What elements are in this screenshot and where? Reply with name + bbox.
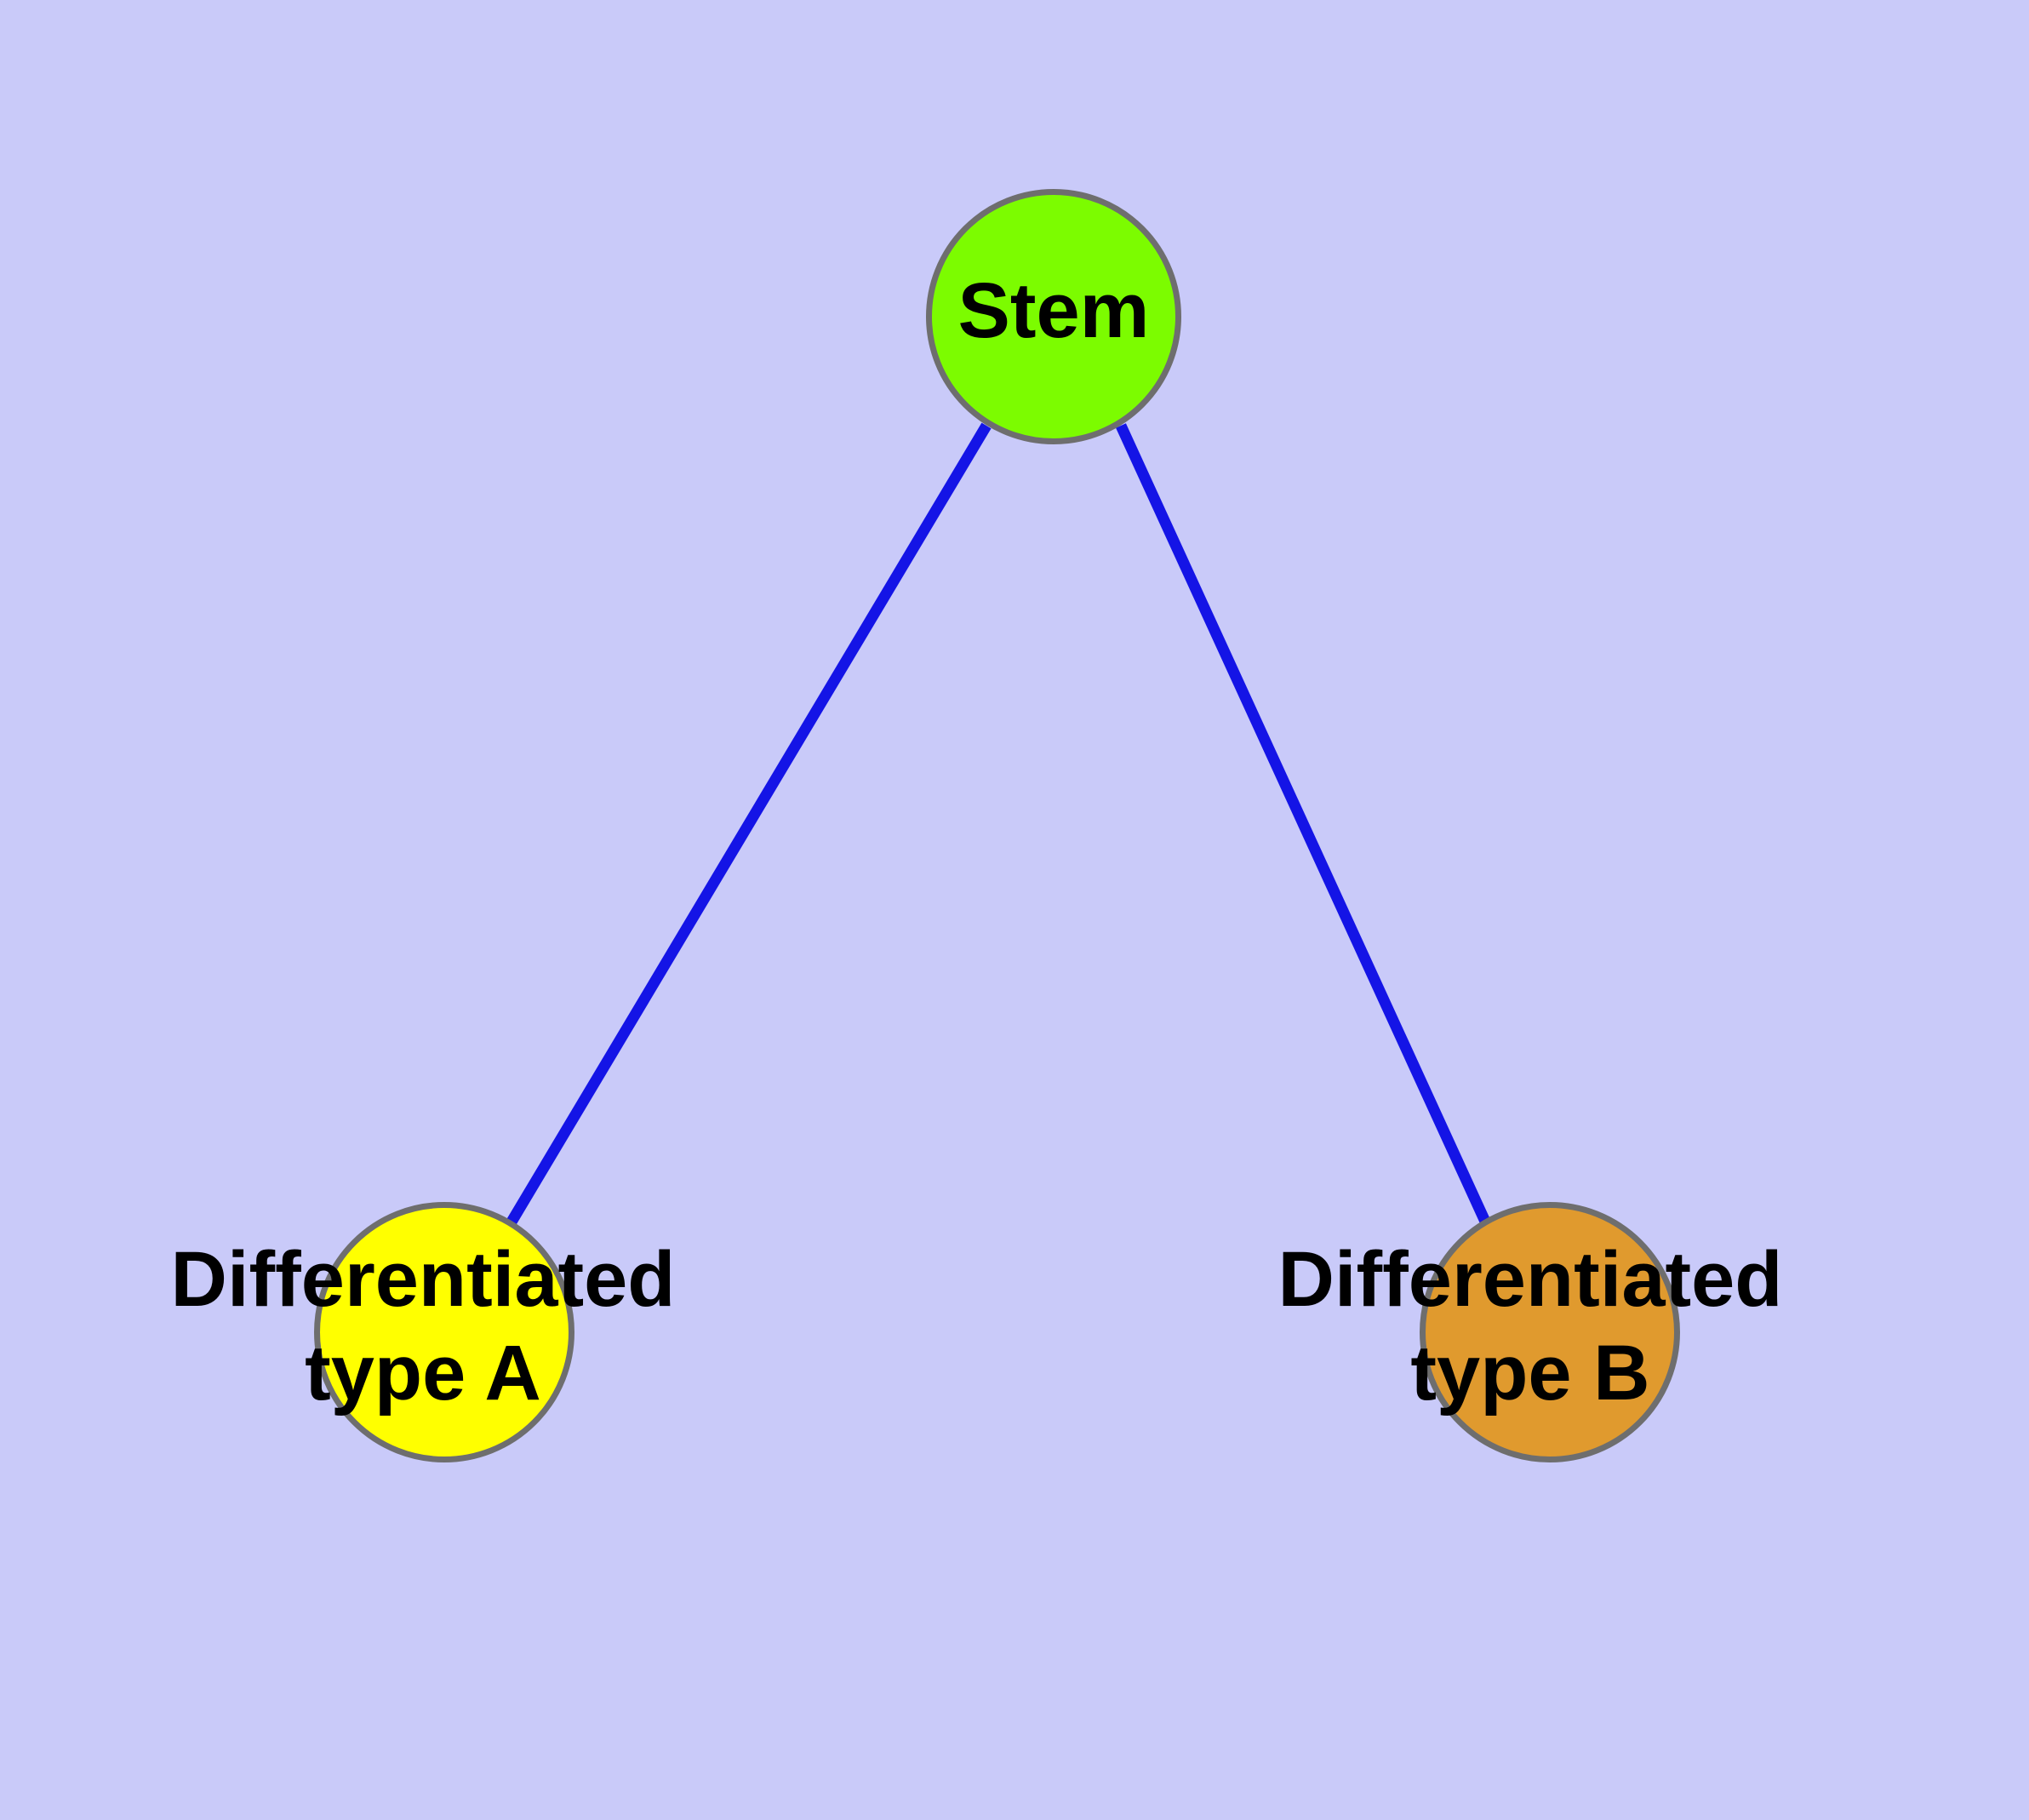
node-label-line: Differentiated (171, 1236, 676, 1323)
node-label-line: Stem (958, 267, 1150, 354)
node-diff-a[interactable] (314, 1202, 574, 1462)
node-stem[interactable] (926, 189, 1181, 444)
node-label-line: type B (1410, 1330, 1649, 1417)
edge-stem-to-diff-b[interactable] (1116, 423, 1491, 1226)
node-label-line: type A (305, 1330, 541, 1417)
nodes-layer (314, 189, 1680, 1462)
node-label-line: Differentiated (1278, 1236, 1783, 1323)
node-label-stem: Stem (958, 267, 1150, 354)
edges-layer (506, 422, 1491, 1227)
node-diff-b[interactable] (1420, 1202, 1680, 1462)
edge-stem-to-diff-a[interactable] (506, 422, 992, 1227)
